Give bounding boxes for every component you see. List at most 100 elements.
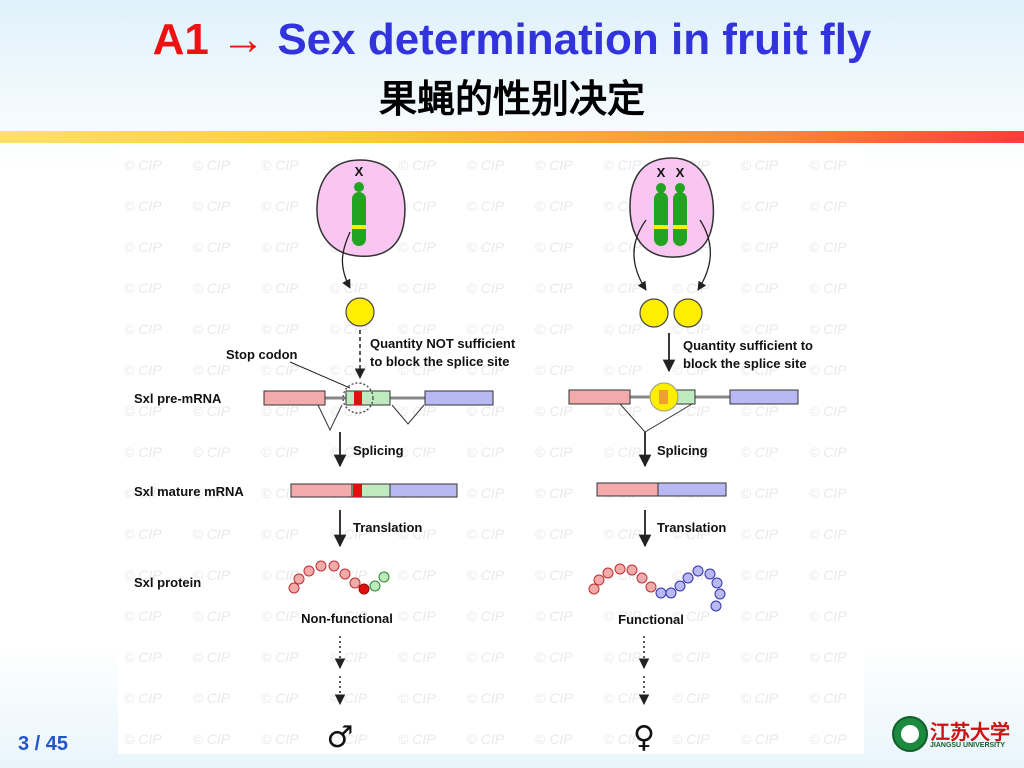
watermark-text: © CIP [741,731,779,747]
nucleus-right [629,157,715,258]
watermark-text: © CIP [467,690,505,706]
watermark-text: © CIP [604,403,642,419]
watermark-text: © CIP [535,444,573,460]
quantity-sufficient-2: block the splice site [683,356,807,371]
row-label-mature-mrna: Sxl mature mRNA [134,484,244,499]
watermark-text: © CIP [467,444,505,460]
watermark-text: © CIP [672,403,710,419]
non-functional-label: Non-functional [301,611,393,626]
title-divider [0,131,1024,143]
watermark-text: © CIP [535,198,573,214]
watermark-text: © CIP [604,649,642,665]
watermark-text: © CIP [330,403,368,419]
watermark-text: © CIP [535,649,573,665]
watermark-text: © CIP [330,690,368,706]
watermark-text: © CIP [809,485,847,501]
watermark-grid: © CIP © CIP © CIP © CIP © CIP © CIP © CIP © CIP… [124,157,847,747]
quantity-not-sufficient-1: Quantity NOT sufficient [370,336,516,351]
protein-chain-left [288,560,390,595]
watermark-text: © CIP [672,280,710,296]
watermark-text: © CIP [809,526,847,542]
watermark-text: © CIP [604,526,642,542]
slide-title: A1 → Sex determination in fruit fly [0,14,1024,66]
watermark-text: © CIP [398,280,436,296]
watermark-text: © CIP [809,198,847,214]
page-number: 3 / 45 [18,733,69,755]
watermark-text: © CIP [467,526,505,542]
watermark-text: © CIP [741,198,779,214]
pre-mrna-left [263,382,494,432]
watermark-text: © CIP [330,608,368,624]
watermark-text: © CIP [261,157,299,173]
logo-name: 江苏大学 [930,720,1010,744]
watermark-text: © CIP [124,157,162,173]
translation-right: Translation [657,520,726,535]
title-main: Sex determination in fruit fly [277,15,872,64]
watermark-text: © CIP [535,239,573,255]
watermark-text: © CIP [193,157,231,173]
watermark-text: © CIP [535,157,573,173]
watermark-text: © CIP [261,362,299,378]
quantity-not-sufficient-2: to block the splice site [370,354,509,369]
watermark-text: © CIP [124,526,162,542]
watermark-text: © CIP [398,731,436,747]
row-label-pre-mrna: Sxl pre-mRNA [134,391,222,406]
watermark-text: © CIP [261,444,299,460]
watermark-text: © CIP [261,239,299,255]
diagram-panel [118,148,864,754]
watermark-text: © CIP [672,444,710,460]
watermark-text: © CIP [124,444,162,460]
watermark-text: © CIP [193,444,231,460]
sxl-protein-dot-right-2 [673,298,703,328]
watermark-text: © CIP [809,731,847,747]
watermark-text: © CIP [261,198,299,214]
watermark-text: © CIP [809,608,847,624]
watermark-text: © CIP [467,198,505,214]
watermark-text: © CIP [193,526,231,542]
sxl-protein-dot-right-1 [639,298,669,328]
watermark-text: © CIP [193,239,231,255]
watermark-text: © CIP [398,321,436,337]
watermark-text: © CIP [124,321,162,337]
watermark-text: © CIP [604,608,642,624]
watermark-text: © CIP [261,526,299,542]
watermark-text: © CIP [261,690,299,706]
watermark-text: © CIP [672,362,710,378]
watermark-text: © CIP [261,280,299,296]
watermark-text: © CIP [193,280,231,296]
university-logo: 江苏大学 JIANGSU UNIVERSITY [892,716,1016,754]
watermark-text: © CIP [741,239,779,255]
mature-mrna-left [290,483,458,498]
stop-codon-mark [354,391,362,405]
watermark-text: © CIP [398,690,436,706]
watermark-text: © CIP [535,608,573,624]
watermark-text: © CIP [467,362,505,378]
watermark-text: © CIP [330,649,368,665]
watermark-text: © CIP [604,690,642,706]
watermark-text: © CIP [741,362,779,378]
watermark-text: © CIP [741,321,779,337]
watermark-text: © CIP [535,526,573,542]
watermark-text: © CIP [535,485,573,501]
watermark-text: © CIP [535,731,573,747]
watermark-text: © CIP [193,690,231,706]
watermark-text: © CIP [535,403,573,419]
pre-mrna-right [568,382,799,433]
watermark-text: © CIP [193,362,231,378]
watermark-text: © CIP [741,403,779,419]
watermark-text: © CIP [467,731,505,747]
watermark-text: © CIP [604,321,642,337]
watermark-text: © CIP [124,280,162,296]
watermark-text: © CIP [467,403,505,419]
watermark-text: © CIP [809,362,847,378]
watermark-text: © CIP [604,239,642,255]
watermark-text: © CIP [535,567,573,583]
watermark-text: © CIP [741,444,779,460]
watermark-text: © CIP [604,731,642,747]
sxl-protein-dot-left [345,297,375,327]
right-pathway: X X Quantity sufficient to block the spl… [568,157,813,755]
watermark-text: © CIP [741,649,779,665]
watermark-text: © CIP [124,403,162,419]
watermark-text: © CIP [261,731,299,747]
watermark-text: © CIP [809,403,847,419]
